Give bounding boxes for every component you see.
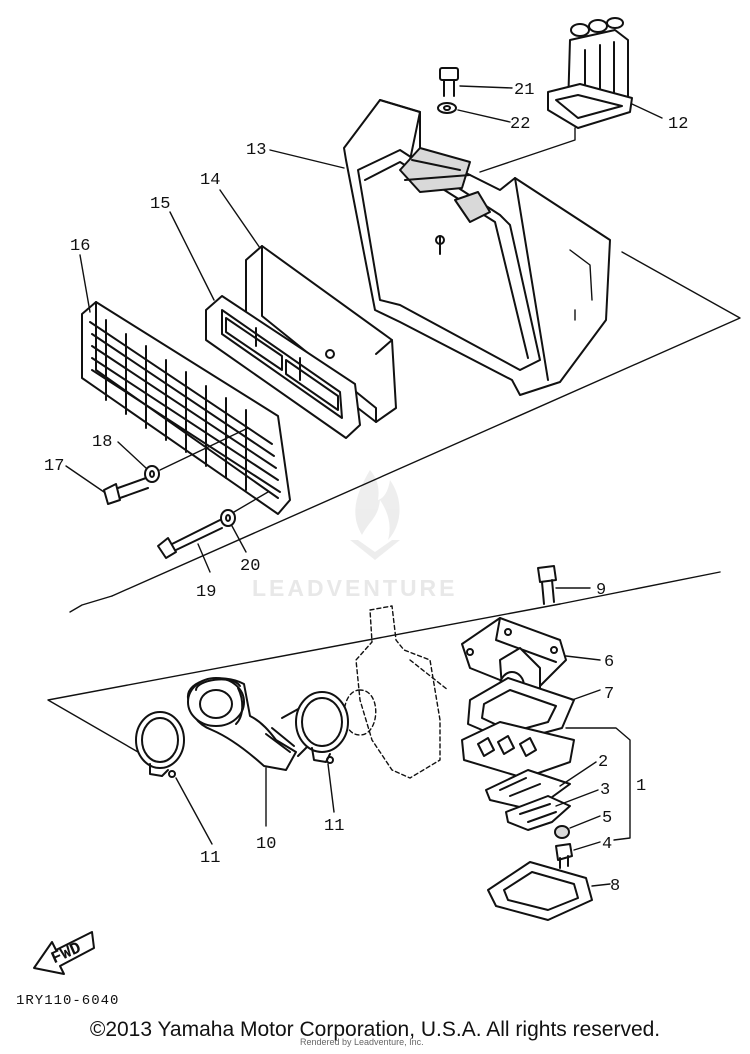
part-15-filter-guide (169, 211, 361, 439)
part-21-bolt (439, 67, 513, 97)
callout-12: 12 (668, 115, 688, 134)
part-18-washer (117, 427, 249, 483)
callout-16: 16 (70, 237, 90, 256)
callout-1: 1 (636, 777, 646, 796)
callout-4: 4 (602, 835, 612, 854)
watermark-text: LEADVENTURE (252, 575, 458, 601)
part-14-filter-element (219, 189, 397, 423)
part-17-screw (65, 465, 149, 505)
part-19-bolt (157, 519, 223, 573)
callout-9: 9 (596, 581, 606, 600)
callout-15: 15 (150, 195, 170, 214)
fwd-arrow-icon: FWD (33, 931, 95, 975)
callout-8: 8 (610, 877, 620, 896)
part-3-reed-stopper (505, 789, 599, 831)
callout-2: 2 (598, 753, 608, 772)
callout-7: 7 (604, 685, 614, 704)
callout-labels: 21 22 12 13 14 15 16 18 17 20 19 9 6 7 2… (44, 81, 688, 896)
callout-11-right: 11 (324, 817, 344, 836)
callout-11-left: 11 (200, 849, 220, 868)
callout-14: 14 (200, 171, 220, 190)
part-11-clamp-left (135, 711, 213, 845)
drawing-code: 1RY110-6040 (16, 993, 119, 1009)
part-11-clamp-right (295, 691, 349, 813)
render-credit: Rendered by Leadventure, Inc. (300, 1037, 424, 1047)
callout-18: 18 (92, 433, 112, 452)
part-12-air-intake-joint (479, 17, 663, 173)
callout-21: 21 (514, 81, 534, 100)
callout-19: 19 (196, 583, 216, 602)
callout-10: 10 (256, 835, 276, 854)
part-8-gasket (487, 861, 611, 921)
callout-6: 6 (604, 653, 614, 672)
callout-22: 22 (510, 115, 530, 134)
part-16-air-box-cover (79, 254, 291, 515)
part-9-bolt (537, 565, 591, 605)
part-5-washer (554, 815, 601, 839)
part-1-reed-valve-assembly (461, 721, 631, 841)
carburetor-reference (343, 605, 449, 779)
part-20-washer (220, 491, 269, 553)
copyright-footer: ©2013 Yamaha Motor Corporation, U.S.A. A… (89, 1018, 661, 1041)
part-13-air-filter-case (269, 99, 611, 396)
callout-20: 20 (240, 557, 260, 576)
part-4-screw (555, 841, 601, 869)
callout-13: 13 (246, 141, 266, 160)
part-22-washer (437, 102, 511, 123)
assembly-boundary (47, 251, 741, 753)
callout-5: 5 (602, 809, 612, 828)
part-10-intake-pipe (187, 677, 315, 827)
callout-3: 3 (600, 781, 610, 800)
callout-17: 17 (44, 457, 64, 476)
leadventure-watermark: LEADVENTURE (252, 470, 458, 601)
